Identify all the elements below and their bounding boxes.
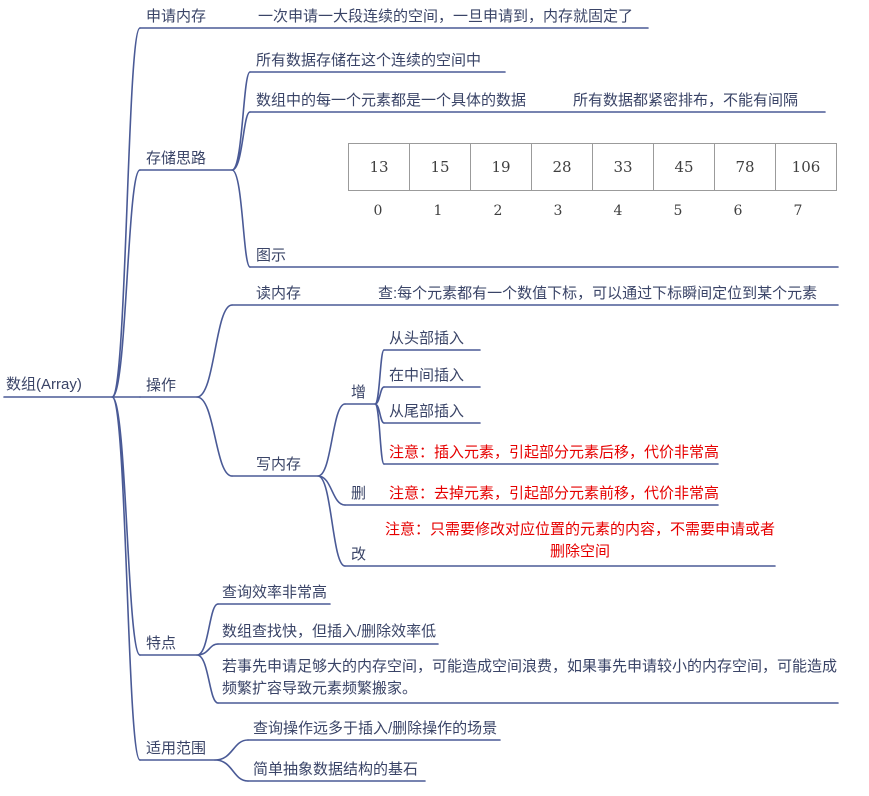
node-storage[interactable]: 存储思路 (146, 150, 207, 167)
array-index: 5 (673, 203, 683, 219)
array-cell: 45 (653, 143, 715, 191)
node-underlines (3, 27, 839, 782)
node-add-item-head[interactable]: 从头部插入 (389, 330, 465, 347)
node-storage-element[interactable]: 数组中的每一个元素都是一个具体的数据 (256, 92, 527, 109)
node-write-memory[interactable]: 写内存 (256, 456, 302, 473)
node-add-item-middle[interactable]: 在中间插入 (389, 367, 465, 384)
array-cell: 13 (348, 143, 410, 191)
array-index: 4 (613, 203, 623, 219)
branch-curves (111, 27, 385, 782)
node-features[interactable]: 特点 (146, 635, 177, 652)
node-scope-foundation[interactable]: 简单抽象数据结构的基石 (253, 761, 419, 778)
node-add-item-tail[interactable]: 从尾部插入 (389, 403, 465, 420)
node-scope-query-heavy[interactable]: 查询操作远多于插入/删除操作的场景 (253, 720, 498, 737)
node-delete[interactable]: 删 (351, 485, 367, 502)
array-index: 1 (433, 203, 443, 219)
node-feature-query-fast[interactable]: 查询效率非常高 (222, 584, 328, 601)
node-diagram-label[interactable]: 图示 (256, 247, 287, 264)
node-delete-warning[interactable]: 注意：去掉元素，引起部分元素前移，代价非常高 (389, 485, 720, 502)
node-modify[interactable]: 改 (351, 546, 367, 563)
node-add-warning[interactable]: 注意：插入元素，引起部分元素后移，代价非常高 (389, 444, 720, 461)
array-cell: 28 (531, 143, 593, 191)
array-cells: 13 15 19 28 33 45 78 106 (348, 143, 837, 191)
node-apply-memory-detail[interactable]: 一次申请一大段连续的空间，一旦申请到，内存就固定了 (258, 8, 634, 25)
node-add[interactable]: 增 (351, 384, 367, 401)
node-scope[interactable]: 适用范围 (146, 740, 207, 757)
node-storage-tight[interactable]: 所有数据都紧密排布，不能有间隔 (573, 92, 799, 109)
array-cell: 33 (592, 143, 654, 191)
node-apply-memory[interactable]: 申请内存 (146, 8, 207, 25)
array-cell: 15 (409, 143, 471, 191)
root-node-array[interactable]: 数组(Array) (6, 376, 82, 393)
array-cell: 78 (714, 143, 776, 191)
node-read-memory[interactable]: 读内存 (256, 285, 302, 302)
array-diagram: 13 15 19 28 33 45 78 106 0 1 2 3 4 5 6 7 (348, 143, 837, 219)
array-index: 3 (553, 203, 563, 219)
node-storage-continuous[interactable]: 所有数据存储在这个连续的空间中 (256, 52, 482, 69)
node-modify-warning[interactable]: 注意：只需要修改对应位置的元素的内容，不需要申请或者删除空间 (385, 521, 776, 560)
node-feature-memory-tradeoff[interactable]: 若事先申请足够大的内存空间，可能造成空间浪费，如果事先申请较小的内存空间，可能造… (222, 658, 838, 697)
array-index: 7 (793, 203, 803, 219)
node-operations[interactable]: 操作 (146, 377, 177, 394)
array-indices: 0 1 2 3 4 5 6 7 (348, 203, 837, 219)
node-feature-insert-slow[interactable]: 数组查找快，但插入/删除效率低 (222, 623, 437, 640)
array-cell: 106 (775, 143, 837, 191)
array-cell: 19 (470, 143, 532, 191)
array-index: 6 (733, 203, 743, 219)
array-index: 0 (373, 203, 383, 219)
array-index: 2 (493, 203, 503, 219)
node-read-note[interactable]: 查:每个元素都有一个数值下标，可以通过下标瞬间定位到某个元素 (378, 285, 818, 302)
